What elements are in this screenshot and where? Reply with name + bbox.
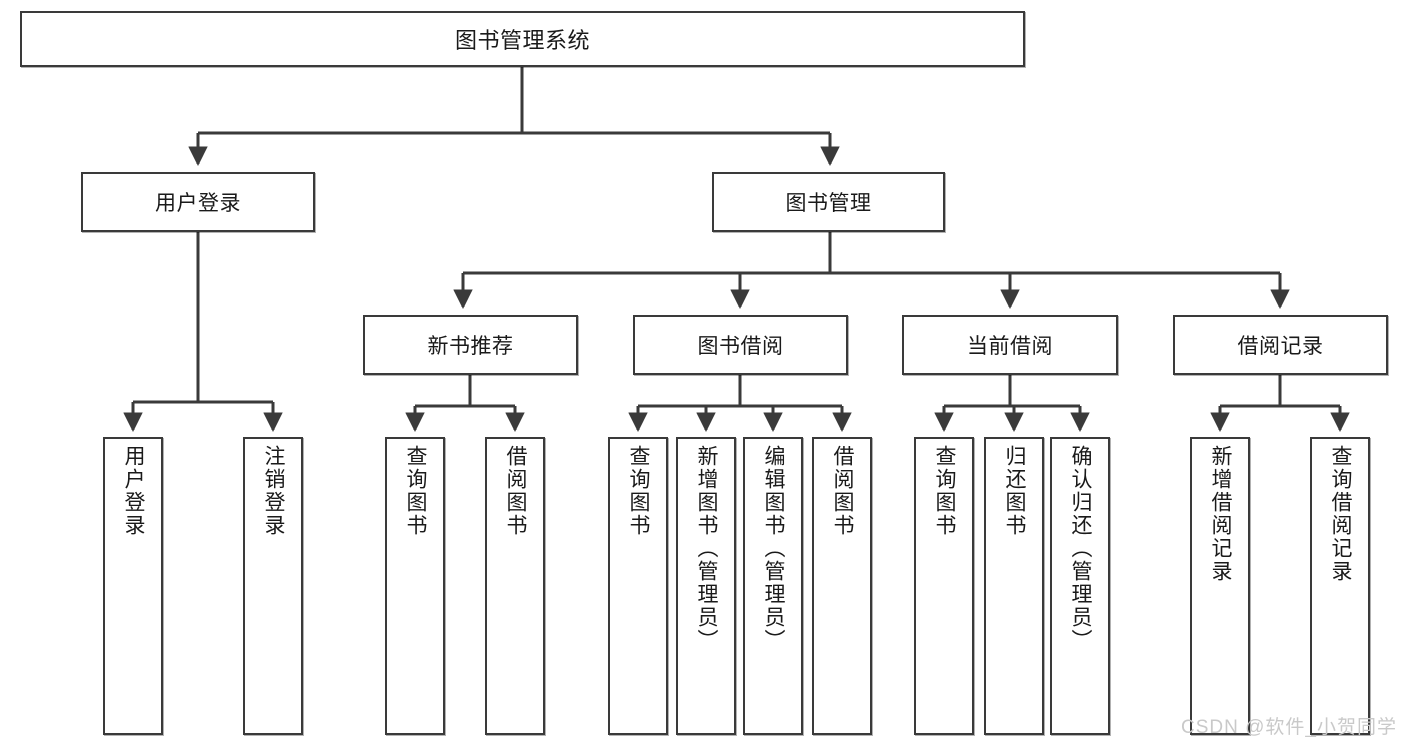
watermark-text: CSDN @软件_小贺同学: [1181, 717, 1397, 738]
node-new-book-recommend-label: 新书推荐: [427, 335, 514, 358]
node-borrow-record[interactable]: 借阅记录: [1173, 315, 1388, 375]
node-leaf-query-record-label: 查询借阅记录: [1329, 445, 1353, 583]
node-leaf-borrow-book-2-label: 借阅图书: [831, 445, 855, 537]
node-leaf-query-book-2-label: 查询图书: [627, 445, 651, 537]
node-leaf-return-book[interactable]: 归还图书: [984, 437, 1044, 735]
node-root-label: 图书管理系统: [454, 28, 590, 53]
node-current-borrow[interactable]: 当前借阅: [902, 315, 1118, 375]
node-leaf-borrow-book-1[interactable]: 借阅图书: [485, 437, 545, 735]
node-leaf-query-book-1-label: 查询图书: [404, 445, 428, 537]
node-leaf-confirm-return[interactable]: 确认归还（管理员）: [1050, 437, 1110, 735]
node-leaf-return-book-label: 归还图书: [1003, 445, 1027, 537]
node-book-borrow[interactable]: 图书借阅: [633, 315, 848, 375]
node-leaf-add-record[interactable]: 新增借阅记录: [1190, 437, 1250, 735]
node-root[interactable]: 图书管理系统: [20, 11, 1025, 67]
node-leaf-query-record[interactable]: 查询借阅记录: [1310, 437, 1370, 735]
node-new-book-recommend[interactable]: 新书推荐: [363, 315, 578, 375]
node-leaf-borrow-book-1-label: 借阅图书: [504, 445, 528, 537]
node-leaf-user-login[interactable]: 用户登录: [103, 437, 163, 735]
node-leaf-query-book-3-label: 查询图书: [933, 445, 957, 537]
node-leaf-edit-book[interactable]: 编辑图书（管理员）: [743, 437, 803, 735]
node-leaf-confirm-return-label: 确认归还（管理员）: [1069, 445, 1093, 652]
node-borrow-record-label: 借阅记录: [1237, 335, 1324, 358]
node-book-borrow-label: 图书借阅: [697, 335, 784, 358]
node-leaf-query-book-1[interactable]: 查询图书: [385, 437, 445, 735]
node-user-login[interactable]: 用户登录: [81, 172, 315, 232]
node-leaf-add-book[interactable]: 新增图书（管理员）: [676, 437, 736, 735]
node-leaf-user-logout-label: 注销登录: [262, 445, 286, 537]
node-book-manage-label: 图书管理: [785, 192, 872, 215]
node-current-borrow-label: 当前借阅: [967, 335, 1053, 358]
node-leaf-borrow-book-2[interactable]: 借阅图书: [812, 437, 872, 735]
node-user-login-label: 用户登录: [155, 192, 241, 215]
node-leaf-edit-book-label: 编辑图书（管理员）: [762, 445, 786, 652]
node-leaf-add-book-label: 新增图书（管理员）: [695, 445, 719, 652]
node-leaf-query-book-2[interactable]: 查询图书: [608, 437, 668, 735]
node-leaf-user-login-label: 用户登录: [122, 445, 146, 537]
node-leaf-query-book-3[interactable]: 查询图书: [914, 437, 974, 735]
node-leaf-add-record-label: 新增借阅记录: [1209, 445, 1233, 583]
node-leaf-user-logout[interactable]: 注销登录: [243, 437, 303, 735]
node-book-manage[interactable]: 图书管理: [712, 172, 945, 232]
